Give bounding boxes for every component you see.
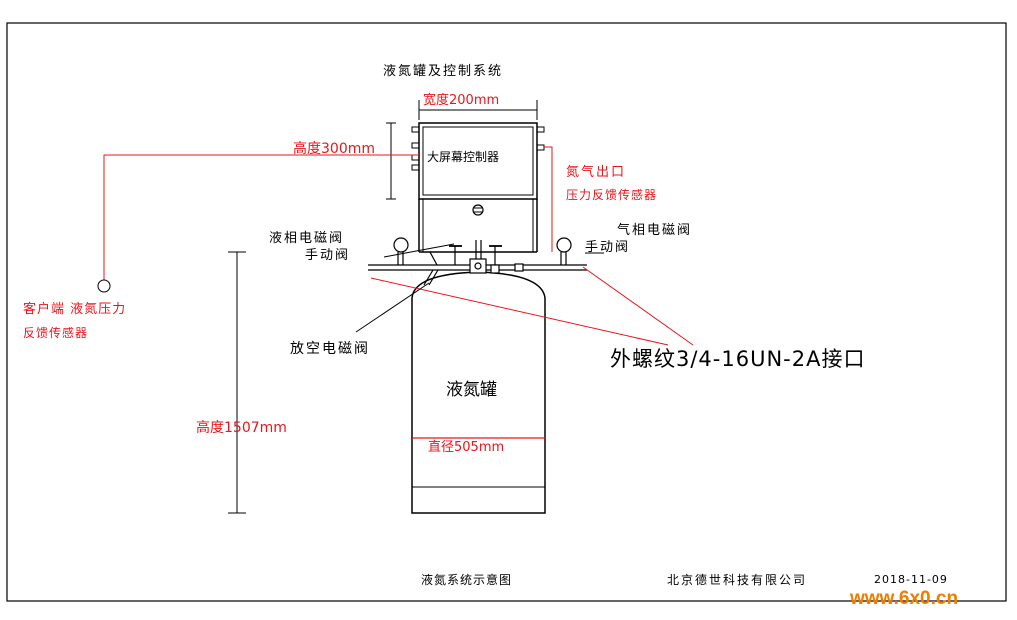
- pressure-sensor-label: 压力反馈传感器: [566, 188, 658, 202]
- tank-height-label: 高度1507mm: [196, 420, 287, 436]
- gas-manual-valve-label: 手动阀: [585, 240, 631, 255]
- footer-company: 北京德世科技有限公司: [667, 573, 808, 587]
- n2-outlet-label: 氮气出口: [566, 165, 627, 180]
- manifold-pipe: [368, 240, 587, 286]
- diameter-label: 直径505mm: [428, 440, 505, 455]
- black-leader-lines: [355, 243, 604, 333]
- controller-height-dimension: [386, 122, 396, 200]
- footer-date: 2018-11-09: [874, 573, 948, 586]
- client-pressure-sensor-symbol: [97, 279, 111, 293]
- liquid-solenoid-valve-symbol: [393, 237, 409, 253]
- indicator-knob: [472, 204, 484, 216]
- width-dimension: [418, 100, 538, 120]
- liquid-valve-label: 液相电磁阀: [269, 231, 345, 246]
- watermark: www.6x0.cn: [850, 588, 959, 609]
- width-label: 宽度200mm: [423, 93, 500, 108]
- gas-valve-label: 气相电磁阀: [617, 223, 693, 238]
- gas-solenoid-valve-symbol: [556, 237, 572, 253]
- controller-label: 大屏幕控制器: [427, 150, 500, 164]
- liquid-manual-valve-label: 手动阀: [305, 248, 351, 263]
- thread-interface-label: 外螺纹3/4-16UN-2A接口: [610, 347, 866, 371]
- drawing-border: [6, 22, 1007, 602]
- diagram-title: 液氮罐及控制系统: [383, 64, 504, 79]
- tank-label: 液氮罐: [446, 380, 497, 400]
- tank-height-dimension: [228, 251, 246, 514]
- controller-height-label: 高度300mm: [293, 141, 375, 157]
- client-sensor-label-line2: 反馈传感器: [23, 326, 89, 340]
- client-sensor-label-line1: 客户端 液氮压力: [23, 302, 127, 317]
- support-frame: [418, 199, 538, 253]
- footer-caption: 液氮系统示意图: [421, 573, 513, 587]
- vent-valve-label: 放空电磁阀: [290, 341, 370, 357]
